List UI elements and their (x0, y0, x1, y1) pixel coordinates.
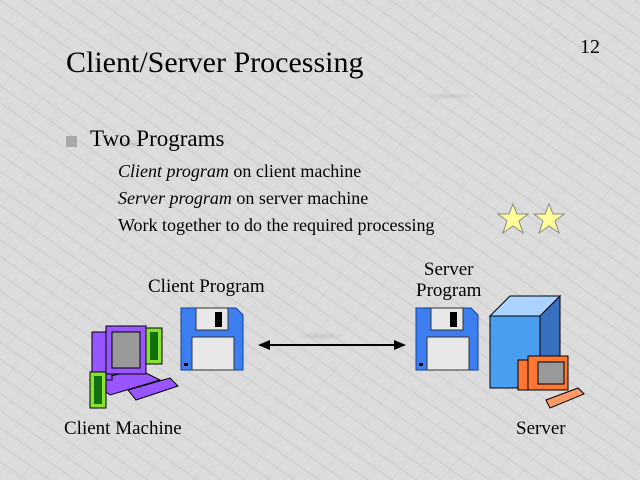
floppy-disk-icon (180, 307, 244, 371)
subitem-1-italic: Client program (118, 161, 229, 181)
server-program-label-line1: Server (423, 259, 474, 280)
stars (496, 202, 566, 235)
computer-icon (88, 325, 179, 409)
floppy-disk-icon (415, 307, 479, 371)
server-program-label: Server Program (416, 259, 481, 301)
server-program-label-line2: Program (416, 280, 482, 301)
star-icon (496, 202, 530, 235)
client-program-label: Client Program (148, 276, 265, 297)
subitem-2-text: on server machine (231, 188, 369, 208)
double-arrow-icon (258, 340, 406, 350)
subitem-3-text: Work together to do the required process… (118, 215, 435, 235)
client-machine-label: Client Machine (64, 418, 182, 439)
server-label: Server (516, 418, 566, 439)
subitem-1: Client program on client machine (118, 161, 361, 182)
star-icon (532, 202, 566, 235)
server-icon (488, 294, 585, 409)
bullet-square-icon (66, 136, 77, 147)
page-number: 12 (580, 36, 600, 58)
slide-title: Client/Server Processing (66, 46, 364, 79)
subitem-2-italic: Server program (118, 188, 232, 208)
subitem-2: Server program on server machine (118, 188, 368, 209)
subitem-3: Work together to do the required process… (118, 215, 434, 236)
bullet-main: Two Programs (90, 126, 225, 151)
subitem-1-text: on client machine (228, 161, 362, 181)
